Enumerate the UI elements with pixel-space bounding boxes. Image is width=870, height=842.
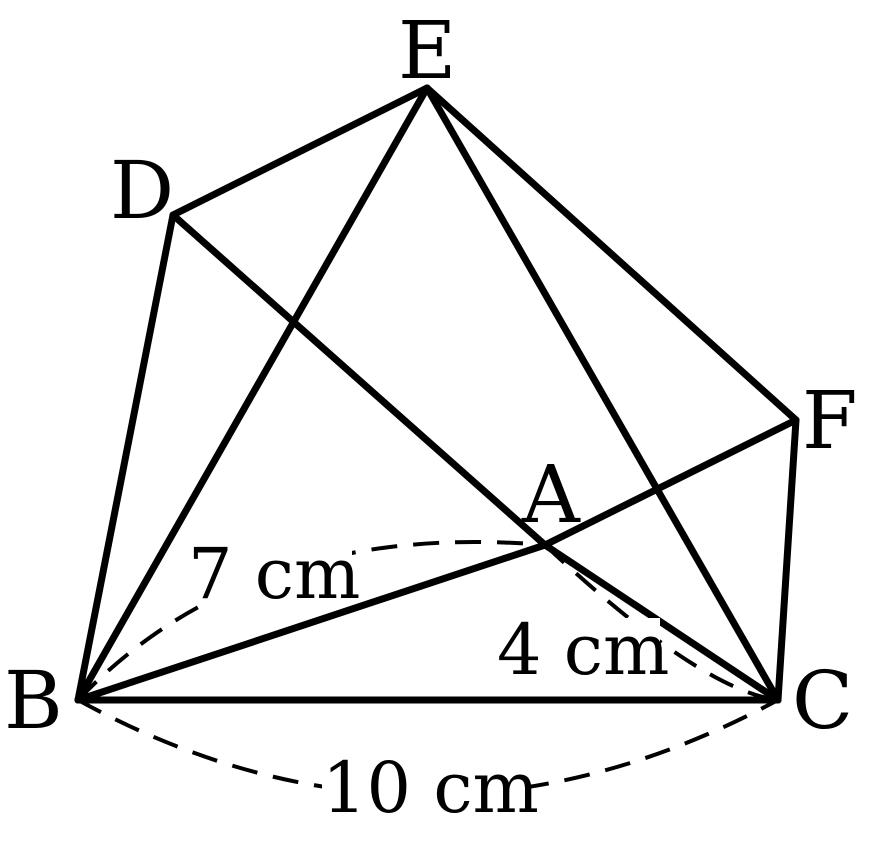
vertex-label-b: B [4, 654, 63, 747]
mask-label-ab [188, 542, 352, 604]
edge-ac [541, 541, 782, 704]
edge-ba [74, 541, 549, 704]
mask-label-bc [322, 755, 528, 817]
measure-label-bc: 10 cm [322, 747, 539, 829]
edge-bd [74, 211, 177, 704]
dimension-arc-bc [77, 698, 779, 797]
mask-label-ac [500, 618, 660, 676]
dimension-arc-ab [76, 539, 546, 702]
vertex-label-e: E [398, 4, 456, 97]
vertex-label-d: D [110, 144, 174, 237]
measure-label-ab: 7 cm [188, 533, 360, 615]
edge-be [74, 84, 431, 704]
edge-ef [423, 84, 800, 424]
vertex-label-c: C [792, 654, 853, 747]
edge-de [169, 84, 431, 219]
measure-label-ac: 4 cm [497, 609, 669, 691]
vertex-label-f: F [802, 374, 858, 467]
dimension-arc-ac [543, 543, 779, 702]
edge-af [541, 416, 800, 549]
vertex-label-a: A [521, 448, 581, 541]
edge-ec [423, 84, 782, 704]
edge-da [169, 211, 549, 549]
edge-fc [774, 416, 800, 704]
